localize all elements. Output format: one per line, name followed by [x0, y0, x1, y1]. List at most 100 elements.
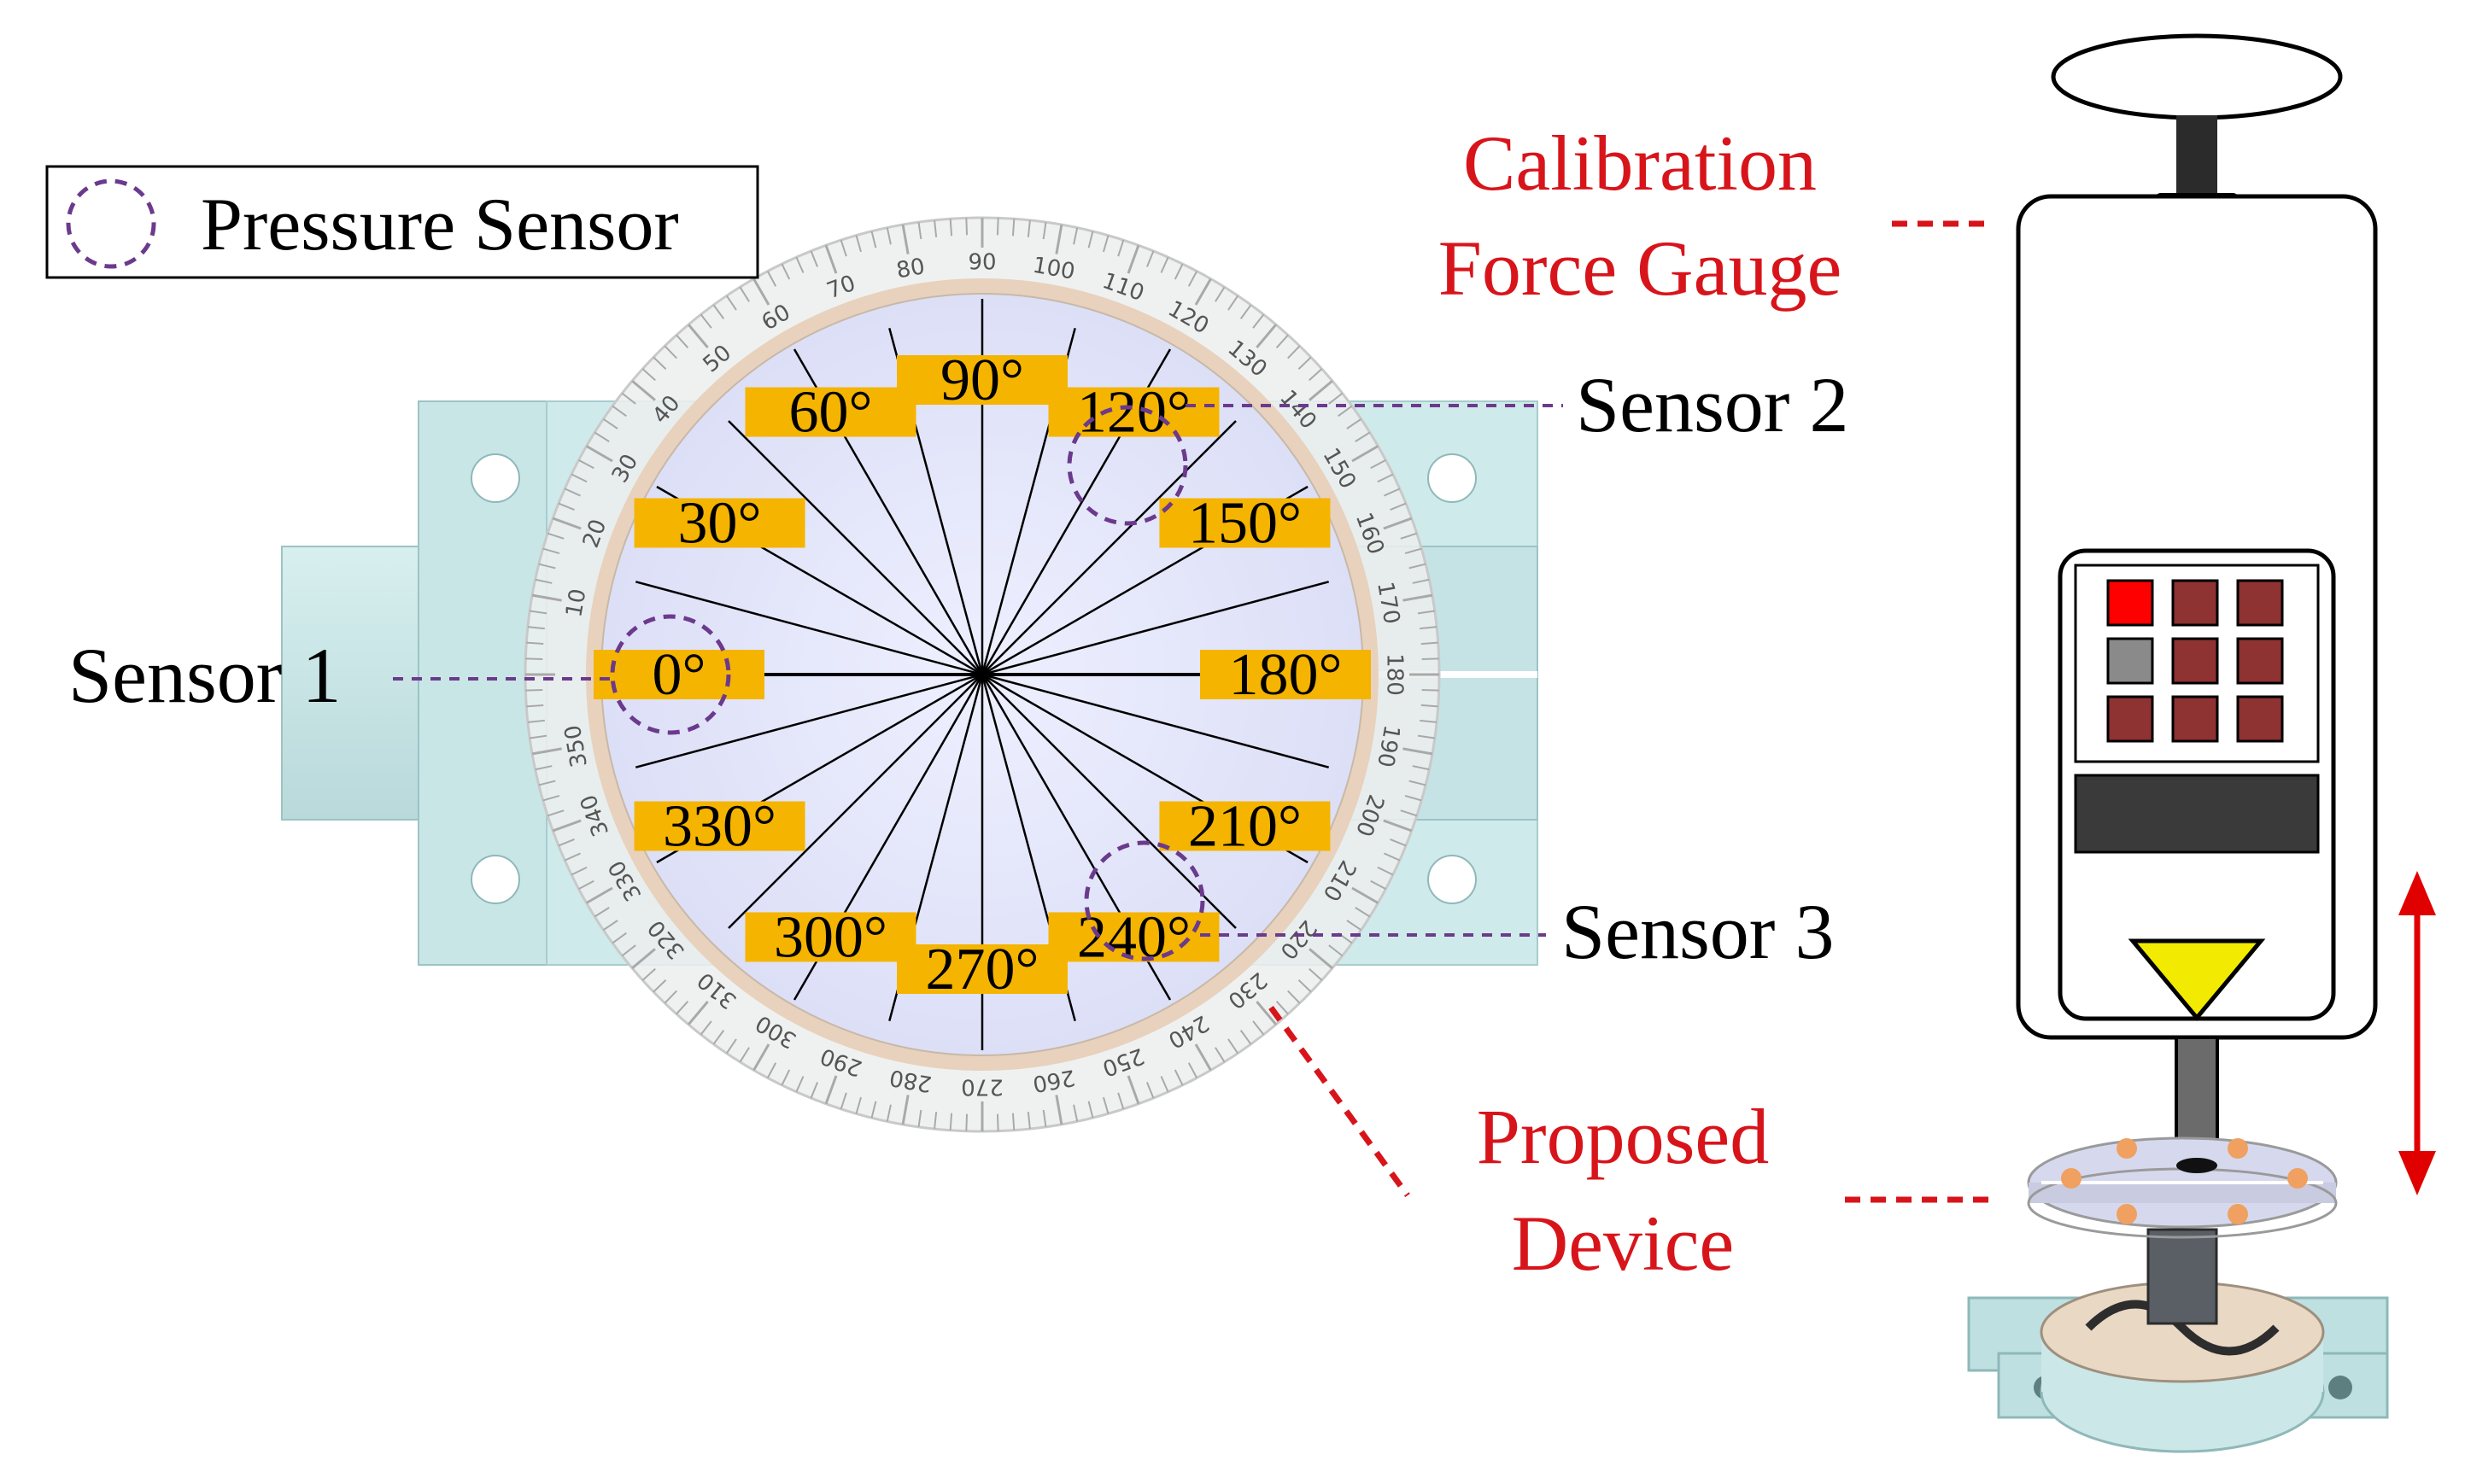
protractor-tick-label: 90	[968, 250, 996, 276]
angle-tag	[1159, 801, 1331, 851]
angle-tag-label: 270°	[926, 937, 1039, 1002]
protractor-tick	[1145, 250, 1155, 267]
protractor-tick	[1215, 1047, 1226, 1063]
angle-tag-label: 300°	[774, 904, 887, 970]
sensor-leaders	[393, 404, 1563, 937]
protractor-tick	[1275, 334, 1289, 348]
angle-tag	[1159, 498, 1331, 548]
protractor-tick	[1377, 473, 1394, 483]
protractor-tick	[1351, 886, 1379, 904]
triangle-icon	[2128, 938, 2266, 1021]
callout-leaders	[1268, 220, 1999, 1203]
sensor-2-marker	[1067, 405, 1188, 526]
protractor-tick	[1421, 657, 1439, 661]
sensor-1-marker	[610, 614, 731, 735]
protractor-tick	[1027, 1112, 1031, 1130]
protractor-tick-label: 80	[894, 254, 927, 283]
protractor-tick	[901, 224, 910, 254]
device-label-line1: Proposed	[1477, 1093, 1769, 1180]
protractor-tick	[1174, 1069, 1184, 1086]
angle-spoke	[728, 420, 983, 675]
protractor-tick	[824, 1075, 838, 1105]
protractor-tick	[840, 239, 847, 257]
protractor-tick	[1011, 219, 1016, 237]
protractor-tick-label: 10	[561, 587, 591, 619]
protractor-tick	[1256, 324, 1278, 348]
protractor-tick	[934, 219, 938, 237]
protractor-tick	[676, 1001, 689, 1015]
protractor-tick	[631, 379, 656, 401]
protractor-tick	[965, 218, 969, 236]
angle-tag-label: 150°	[1188, 491, 1302, 557]
protractor-tick	[752, 1043, 770, 1072]
angle-tag	[897, 355, 1068, 405]
protractor-tick	[700, 1020, 712, 1036]
angle-tag-label: 120°	[1077, 380, 1191, 446]
protractor-tick	[1187, 1062, 1198, 1078]
angle-tag-label: 0°	[653, 642, 706, 708]
angle-spoke	[635, 673, 983, 768]
protractor-tick	[1384, 852, 1401, 862]
protractor-tick	[726, 1038, 737, 1055]
protractor-tick	[621, 392, 636, 405]
protractor-tick	[855, 235, 863, 253]
protractor-tick	[571, 866, 588, 876]
protractor-tick	[810, 1082, 819, 1099]
protractor-tick	[1420, 719, 1437, 723]
protractor-tick	[965, 1113, 969, 1131]
sensor-1-label: Sensor 1	[68, 632, 341, 719]
protractor-tick	[1384, 488, 1401, 497]
protractor-tick	[653, 979, 667, 993]
protractor-tick	[631, 948, 656, 970]
protractor-tick	[602, 418, 618, 429]
protractor-tick	[1194, 278, 1212, 306]
legend: Pressure Sensor	[45, 165, 759, 279]
protractor-tick	[1174, 263, 1184, 280]
protractor-tick	[1042, 1109, 1047, 1127]
angle-spoke	[981, 674, 1237, 929]
angle-tag	[1048, 387, 1220, 437]
protractor-tick	[1346, 418, 1362, 429]
protractor-tick	[558, 502, 575, 511]
protractor-tick	[1127, 244, 1140, 274]
protractor-tick	[1160, 256, 1169, 273]
protractor-tick	[1412, 578, 1430, 584]
protractor-tick	[1417, 734, 1435, 739]
protractor-tick	[1417, 610, 1435, 615]
protractor-tick	[824, 244, 838, 274]
protractor-tick	[739, 1047, 750, 1063]
protractor-tick	[585, 886, 613, 904]
protractor-tick	[687, 1001, 709, 1025]
protractor-tick-label: 180	[1382, 653, 1408, 696]
gauge-label-line2: Force Gauge	[1438, 225, 1842, 312]
angle-tag-label: 210°	[1188, 794, 1302, 860]
protractor-tick	[1117, 1092, 1125, 1110]
protractor-tick	[917, 1109, 922, 1127]
sensor-3-label: Sensor 3	[1561, 888, 1834, 975]
protractor-tick	[1328, 944, 1344, 957]
protractor-tick	[1309, 368, 1323, 382]
protractor-tick	[526, 704, 544, 708]
protractor-tick	[1412, 765, 1430, 771]
protractor-tick	[1400, 809, 1418, 817]
protractor-tick	[525, 657, 543, 661]
protractor-tick	[1383, 819, 1413, 833]
gauge-handle-knob	[2051, 33, 2343, 120]
protractor-tick	[585, 445, 613, 463]
dashed-circle-icon	[66, 178, 156, 269]
angle-spoke	[981, 673, 1330, 768]
protractor-tick	[1055, 224, 1063, 254]
protractor-tick	[564, 488, 581, 497]
protractor-tick	[530, 610, 547, 615]
protractor-tick	[1287, 990, 1301, 1004]
protractor-tick	[1404, 547, 1422, 555]
protractor-tick	[1309, 967, 1323, 981]
protractor-tick	[1287, 345, 1301, 359]
protractor-tick	[612, 405, 627, 418]
protractor-tick	[700, 313, 712, 329]
protractor-tick	[1256, 1001, 1278, 1025]
protractor-tick	[1215, 286, 1226, 302]
protractor-tick	[1252, 1020, 1265, 1036]
protractor-tick	[676, 334, 689, 348]
protractor-tick	[781, 263, 791, 280]
